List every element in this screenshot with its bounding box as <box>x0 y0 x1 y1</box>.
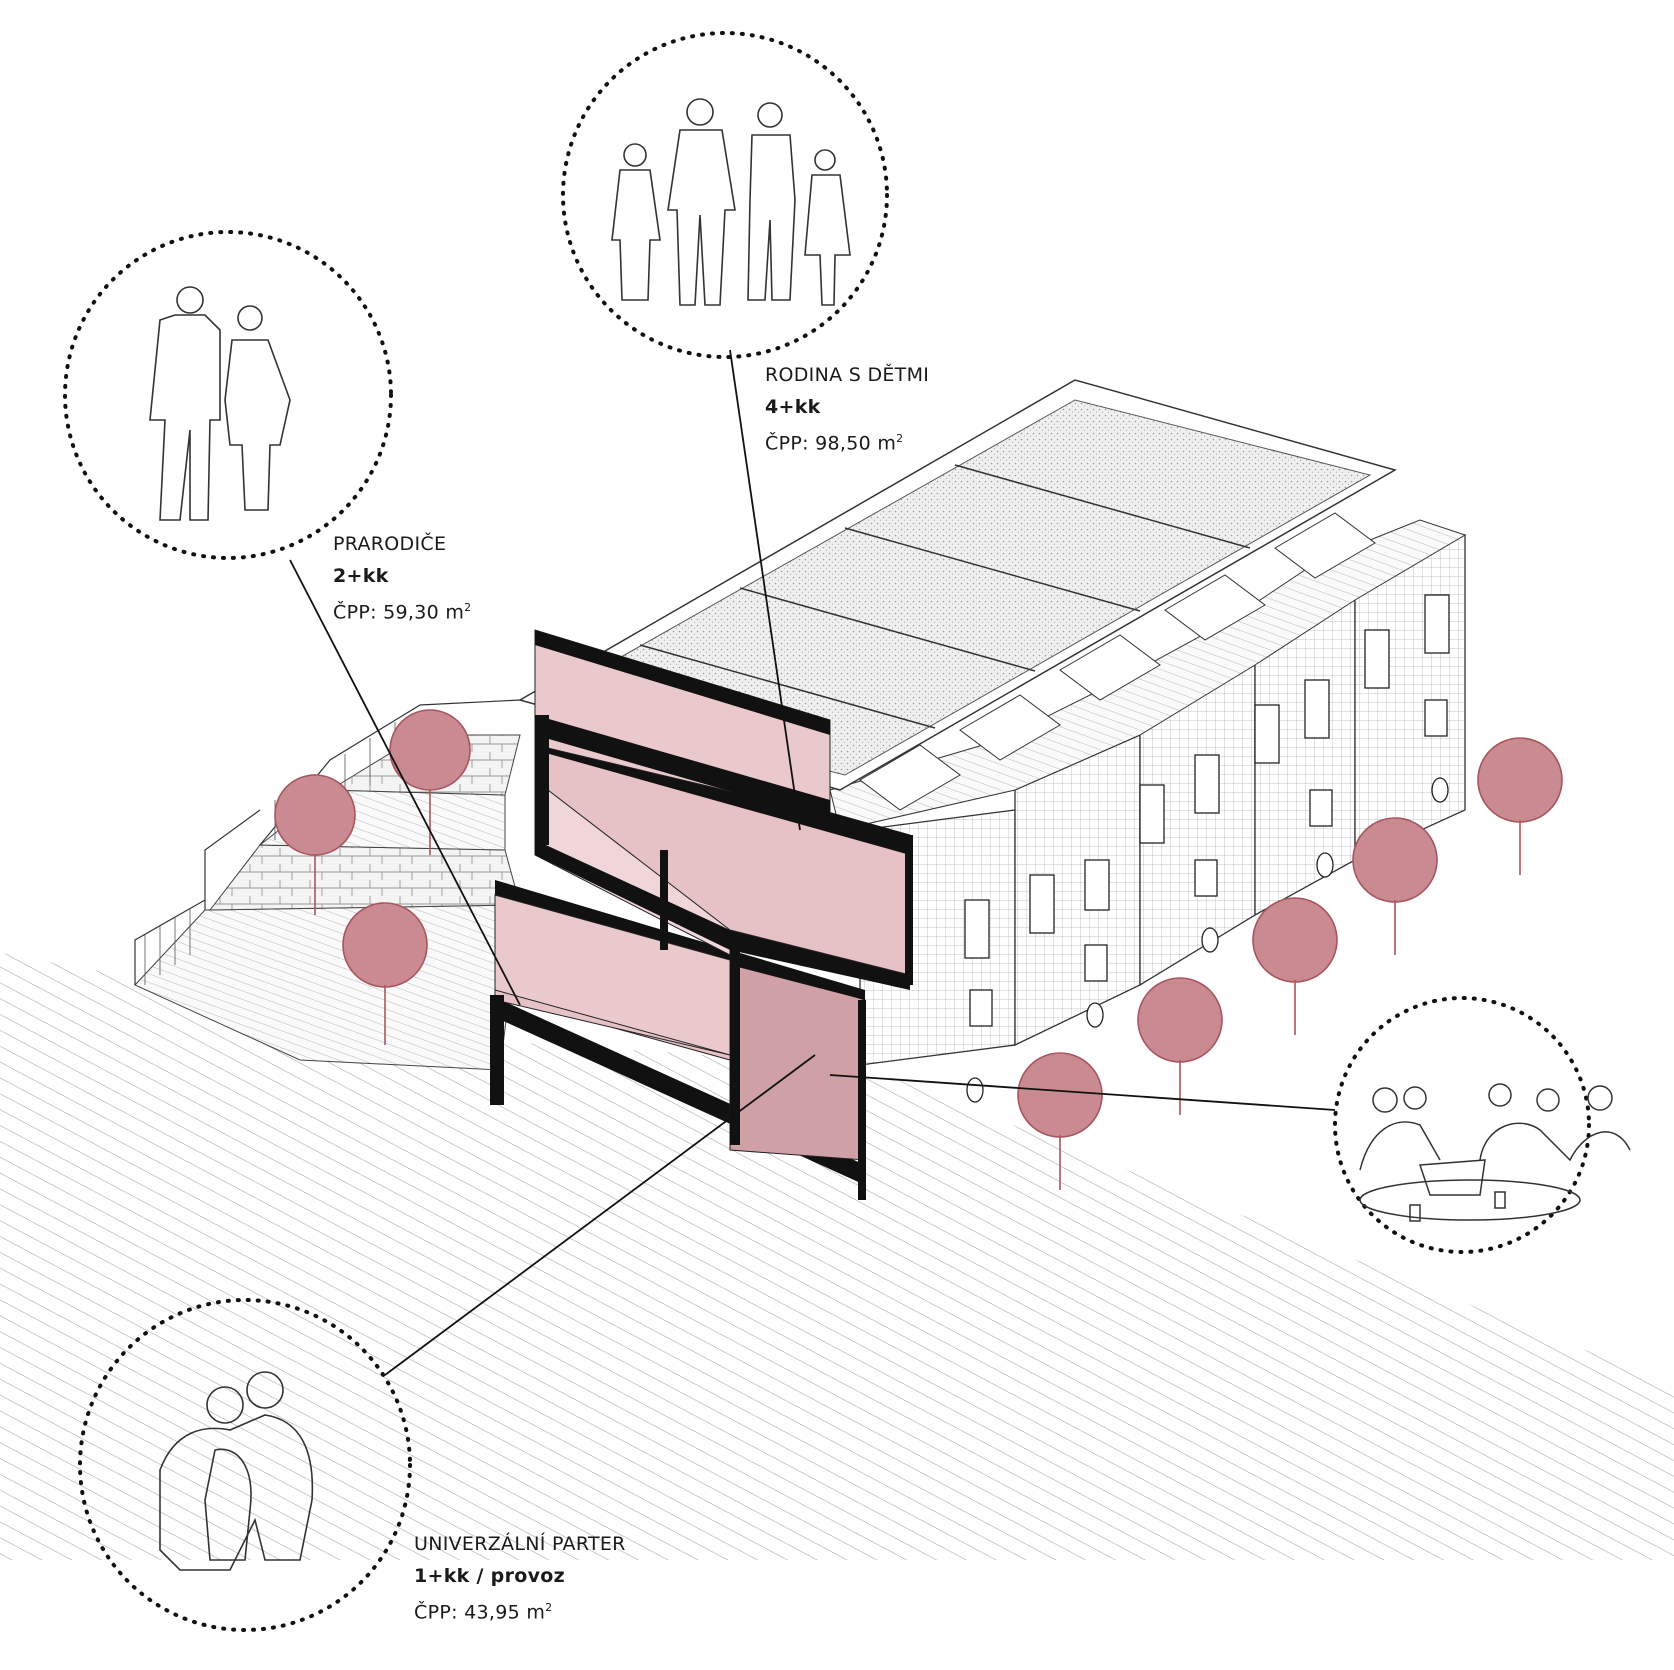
tree-icon <box>1252 897 1338 1035</box>
tree-icon <box>274 774 356 915</box>
tree-icon <box>342 902 428 1045</box>
unit-title: UNIVERZÁLNÍ PARTER <box>414 1533 626 1555</box>
unit-layout: 1+kk / provoz <box>414 1565 566 1587</box>
leader-lines <box>289 349 1336 1376</box>
unit-area: ČPP: 59,30 m2 <box>333 601 472 624</box>
building-facade <box>829 519 1467 1103</box>
unit-label-rodina: RODINA S DĚTMI 4+kk ČPP: 98,50 m2 <box>765 359 929 459</box>
elderly-couple-icon <box>149 286 291 521</box>
unit-area: ČPP: 98,50 m2 <box>765 432 904 455</box>
unit-title: PRARODIČE <box>333 533 447 555</box>
family-with-children-icon <box>611 98 851 306</box>
persona-circle-prarodice <box>63 230 393 560</box>
unit-label-parter: UNIVERZÁLNÍ PARTER 1+kk / provoz ČPP: 43… <box>414 1528 626 1628</box>
tree-icon <box>389 709 471 855</box>
group-meeting-icon <box>1359 1083 1631 1222</box>
persona-circle-meeting <box>1333 996 1631 1254</box>
unit-label-prarodice: PRARODIČE 2+kk ČPP: 59,30 m2 <box>333 528 471 628</box>
ground-plane <box>0 953 1674 1560</box>
tree-icon <box>1477 737 1563 875</box>
tree-icon <box>1137 977 1223 1115</box>
unit-layout: 4+kk <box>765 396 821 418</box>
unit-title: RODINA S DĚTMI <box>765 364 930 386</box>
persona-circle-rodina <box>561 31 889 359</box>
roof <box>518 379 1397 811</box>
couple-with-dog-icon <box>159 1371 314 1571</box>
persona-circle-parter <box>78 1298 412 1632</box>
unit-area: ČPP: 43,95 m2 <box>414 1601 553 1624</box>
section-cut <box>490 629 913 1200</box>
tree-icon <box>1352 817 1438 955</box>
trees <box>274 709 1563 1190</box>
tree-icon <box>1017 1052 1103 1190</box>
unit-layout: 2+kk <box>333 565 389 587</box>
